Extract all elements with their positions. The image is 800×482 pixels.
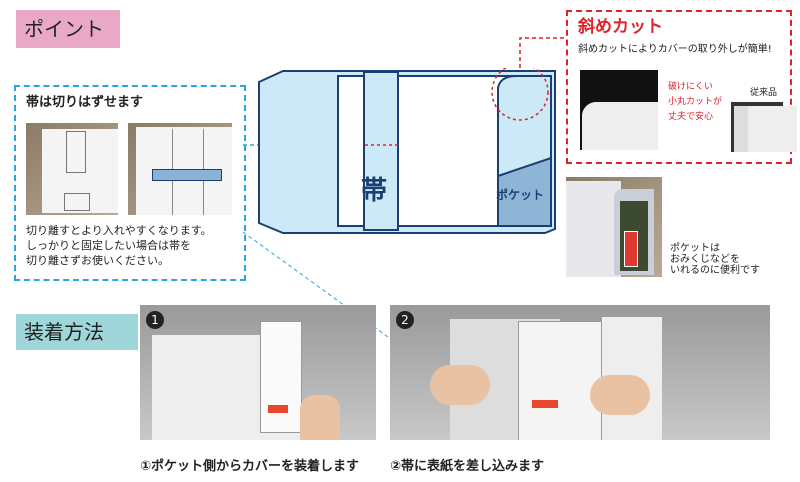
pocket-note-line-3: いれるのに便利です xyxy=(670,265,760,276)
cut-feature-line-1: 破けにくい xyxy=(668,82,713,92)
cut-panel-title: 斜めカット xyxy=(578,17,663,37)
obi-panel-title: 帯は切りはずせます xyxy=(26,95,144,110)
obi-photo-2 xyxy=(128,123,232,215)
pocket-label: ポケット xyxy=(496,188,545,202)
step-1-photo: 1 xyxy=(140,305,376,440)
step-2-photo: 2 xyxy=(390,305,770,440)
conventional-label: 従来品 xyxy=(750,88,778,98)
step-2-number: 2 xyxy=(396,311,414,329)
pocket-photo xyxy=(566,177,662,277)
obi-panel-line-3: 切り離さずお使いください。 xyxy=(26,254,169,267)
diagonal-cut-panel: 斜めカット 斜めカットによりカバーの取り外しが簡単! 破けにくい 小丸カットが … xyxy=(566,10,797,164)
book-cover-diagram xyxy=(258,68,556,234)
cut-feature-line-3: 丈夫で安心 xyxy=(668,112,714,122)
cut-feature-line-2: 小丸カットが xyxy=(668,97,723,107)
step-1-caption: ①ポケット側からカバーを装着します xyxy=(140,459,360,474)
conventional-photo xyxy=(731,102,797,152)
obi-photo-1 xyxy=(26,123,118,215)
point-heading: ポイント xyxy=(16,10,120,48)
obi-panel-line-1: 切り離すとより入れやすくなります。 xyxy=(26,224,212,237)
cut-photo xyxy=(580,70,658,150)
obi-label: 帯 xyxy=(361,176,388,206)
obi-panel-line-2: しっかりと固定したい場合は帯を xyxy=(26,239,191,252)
obi-panel: 帯は切りはずせます 切り離すとより入れやすくなります。 しっかりと固定したい場合… xyxy=(14,85,246,281)
step-2-caption: ②帯に表紙を差し込みます xyxy=(390,459,545,474)
pocket-note-line-2: おみくじなどを xyxy=(670,254,740,265)
howto-heading: 装着方法 xyxy=(16,314,138,350)
step-1-number: 1 xyxy=(146,311,164,329)
pocket-note-line-1: ポケットは xyxy=(670,243,720,254)
cut-panel-subtitle: 斜めカットによりカバーの取り外しが簡単! xyxy=(578,44,772,55)
